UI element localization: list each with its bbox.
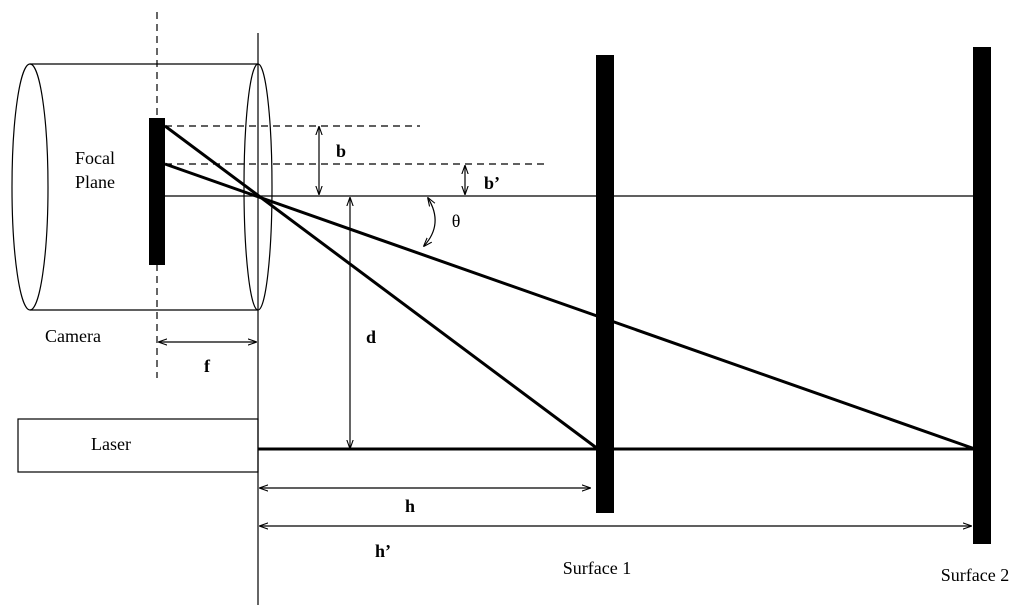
camera-label: Camera	[45, 326, 101, 346]
surface-2-label: Surface 2	[941, 565, 1009, 585]
surface-1-label: Surface 1	[563, 558, 631, 578]
camera-back-ellipse	[11, 63, 49, 311]
surface-2-bar	[973, 47, 991, 544]
h-prime-label: h’	[375, 541, 391, 561]
focal-plane-label-line2: Plane	[75, 172, 115, 192]
surface-1-bar	[596, 55, 614, 513]
focal-plane-sensor	[149, 118, 165, 265]
focal-plane-label-line1: Focal	[75, 148, 115, 168]
laser-box	[17, 418, 259, 473]
d-label: d	[366, 327, 376, 347]
f-label: f	[204, 356, 211, 376]
h-label: h	[405, 496, 415, 516]
b-prime-label: b’	[484, 173, 500, 193]
ray-to-surface-1	[164, 124, 599, 451]
theta-angle-arc	[424, 198, 436, 246]
laser-label: Laser	[91, 434, 131, 454]
ray-to-surface-2	[164, 162, 976, 451]
b-label: b	[336, 141, 346, 161]
theta-label: θ	[452, 211, 461, 231]
